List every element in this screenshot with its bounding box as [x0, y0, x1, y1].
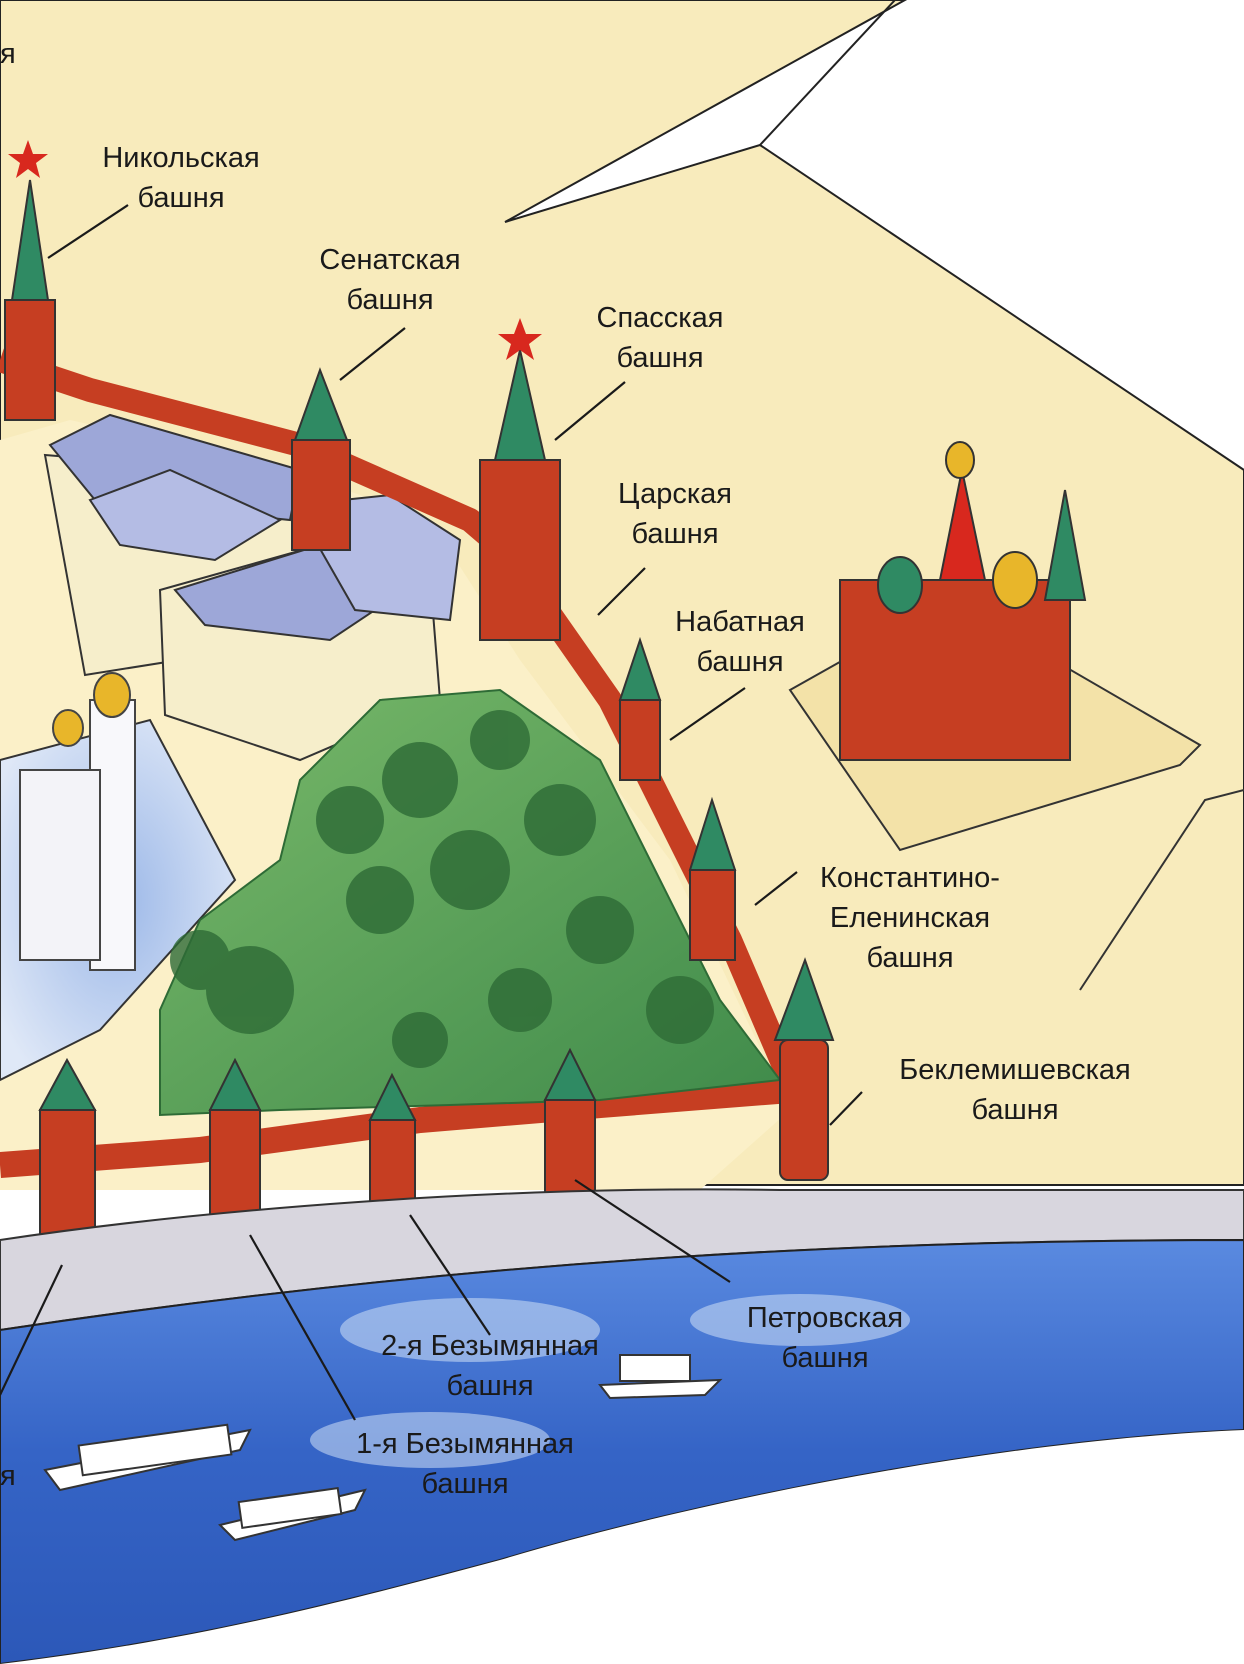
- road-edge-right: [1079, 789, 1244, 991]
- konstantino-tower-shape: [688, 796, 737, 961]
- river-highlights: [310, 1294, 910, 1468]
- label-line: Никольская: [102, 142, 260, 174]
- label-line: Набатная: [675, 606, 805, 638]
- nabatnaya-tower-shape: [618, 636, 662, 781]
- south-tower-roofs: [38, 1047, 597, 1121]
- label-cut-top-left: я: [0, 34, 16, 74]
- label-konstantino: Константино- Еленинская башня: [790, 858, 1030, 978]
- label-line: я: [0, 1460, 16, 1492]
- label-beklemishevskaya: Беклемишевская башня: [880, 1050, 1150, 1130]
- label-spasskaya: Спасская башня: [580, 298, 740, 378]
- label-line: Спасская: [596, 302, 724, 334]
- label-line: башня: [781, 1342, 869, 1374]
- label-line: Константино-: [820, 862, 1000, 894]
- park-trees: [170, 710, 714, 1068]
- label-line: башня: [971, 1094, 1059, 1126]
- nikolskaya-tower-shape: [4, 140, 56, 421]
- st-basils-cathedral: [839, 441, 1087, 761]
- label-senatskaya: Сенатская башня: [305, 240, 475, 320]
- label-bezymyannaya-1: 1-я Безымянная башня: [335, 1424, 595, 1504]
- label-line: Сенатская: [319, 244, 461, 276]
- label-line: башня: [446, 1370, 534, 1402]
- spasskaya-tower-shape: [479, 318, 561, 641]
- label-line: башня: [137, 182, 225, 214]
- label-line: башня: [696, 646, 784, 678]
- label-line: я: [0, 38, 16, 70]
- south-towers: [39, 1099, 596, 1251]
- boat: [598, 1354, 723, 1400]
- label-line: Петровская: [746, 1302, 904, 1334]
- bell-tower: [19, 672, 136, 971]
- label-bezymyannaya-2: 2-я Безымянная башня: [360, 1326, 620, 1406]
- label-line: Беклемишевская: [899, 1054, 1131, 1086]
- label-petrovskaya: Петровская башня: [730, 1298, 920, 1378]
- kremlin-wall-east: [530, 593, 802, 1085]
- beklemishevskaya-tower-shape: [773, 957, 835, 1181]
- senate-building: [43, 413, 462, 762]
- label-line: башня: [346, 284, 434, 316]
- leader-lines: [0, 204, 863, 1421]
- kremlin-wall-south: [0, 1077, 792, 1178]
- label-nikolskaya: Никольская башня: [86, 138, 276, 218]
- label-line: Еленинская: [829, 902, 991, 934]
- label-line: башня: [866, 942, 954, 974]
- boat: [43, 1423, 252, 1492]
- label-line: 2-я Безымянная: [381, 1330, 599, 1362]
- river-bank-bottom: [0, 1430, 1244, 1664]
- boat: [218, 1487, 367, 1542]
- label-line: 1-я Безымянная: [356, 1428, 574, 1460]
- senatskaya-tower-shape: [291, 367, 351, 551]
- label-line: башня: [631, 518, 719, 550]
- road-edge: [759, 0, 896, 146]
- label-line: Царская: [617, 478, 732, 510]
- label-cut-bottom-left: я: [0, 1456, 16, 1496]
- label-line: башня: [421, 1468, 509, 1500]
- label-line: башня: [616, 342, 704, 374]
- label-tsarskaya: Царская башня: [600, 474, 750, 554]
- label-nabatnaya: Набатная башня: [660, 602, 820, 682]
